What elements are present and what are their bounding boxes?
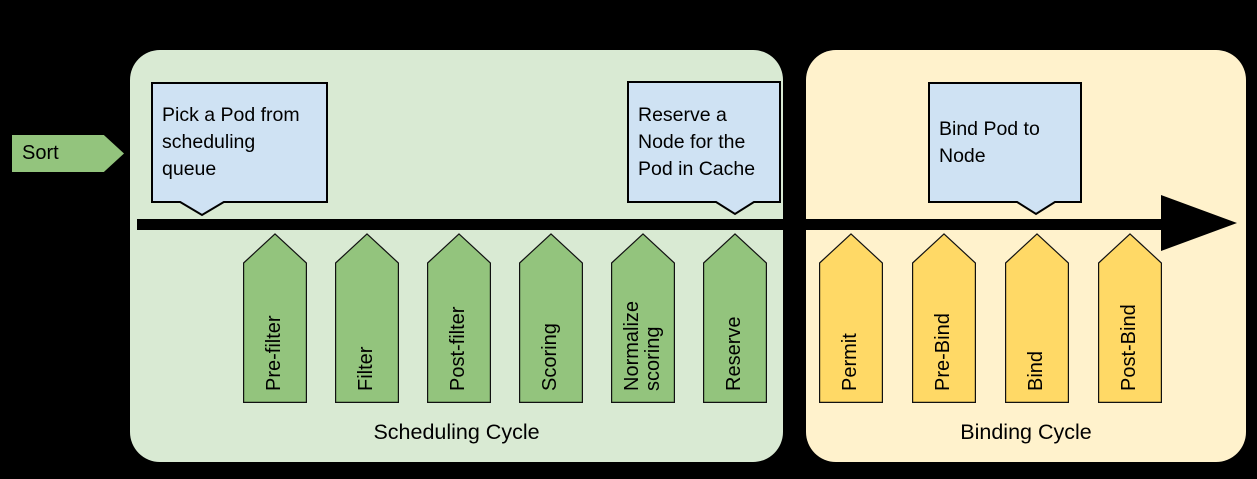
timeline-arrowhead	[1161, 195, 1237, 251]
callout-tail	[177, 201, 227, 217]
extension-point-label: Scoring	[539, 323, 561, 391]
extension-point-label: Normalize scoring	[621, 300, 664, 391]
pentagon-shape	[519, 233, 583, 403]
extension-point-label: Post-Bind	[1118, 304, 1140, 391]
sort-label: Sort	[22, 142, 59, 164]
extension-point-label: Bind	[1025, 350, 1047, 391]
pentagon-shape	[819, 233, 883, 403]
callout-bind-pod: Bind Pod to Node	[928, 82, 1082, 216]
callout-reserve-node-text: Reserve a Node for the Pod in Cache	[638, 103, 756, 180]
pentagon-shape	[243, 233, 307, 403]
callout-pick-pod: Pick a Pod from scheduling queue	[151, 82, 328, 217]
binding-cycle-label: Binding Cycle	[960, 420, 1092, 444]
sort-arrow: Sort	[12, 135, 124, 172]
extension-point-label: Pre-filter	[263, 315, 285, 391]
extension-point-pre-bind: Pre-Bind	[912, 233, 976, 403]
extension-point-permit: Permit	[819, 233, 883, 403]
callout-tail	[713, 201, 757, 216]
pentagon-shape	[1098, 233, 1162, 403]
extension-point-post-filter: Post-filter	[427, 233, 491, 403]
extension-point-reserve: Reserve	[703, 233, 767, 403]
extension-point-scoring: Scoring	[519, 233, 583, 403]
callout-pick-pod-text: Pick a Pod from scheduling queue	[162, 104, 300, 180]
callout-bind-pod-text: Bind Pod to Node	[939, 117, 1040, 167]
extension-point-label: Filter	[355, 346, 377, 391]
pentagon-shape	[427, 233, 491, 403]
extension-point-label: Permit	[839, 333, 861, 391]
extension-point-pre-filter: Pre-filter	[243, 233, 307, 403]
callout-tail	[1014, 201, 1058, 216]
pentagon-shape	[335, 233, 399, 403]
extension-point-post-bind: Post-Bind	[1098, 233, 1162, 403]
pentagon-shape	[703, 233, 767, 403]
pentagon-shape	[611, 233, 675, 403]
pentagon-shape	[1005, 233, 1069, 403]
scheduling-cycle-label: Scheduling Cycle	[373, 420, 540, 444]
extension-point-filter: Filter	[335, 233, 399, 403]
extension-point-label: Pre-Bind	[932, 313, 954, 391]
extension-point-bind: Bind	[1005, 233, 1069, 403]
pentagon-shape	[912, 233, 976, 403]
extension-point-normalize-scoring: Normalize scoring	[611, 233, 675, 403]
extension-point-label: Post-filter	[447, 306, 469, 391]
callout-reserve-node: Reserve a Node for the Pod in Cache	[627, 81, 781, 216]
timeline-arrow	[137, 219, 1167, 230]
extension-point-label: Reserve	[723, 316, 745, 391]
